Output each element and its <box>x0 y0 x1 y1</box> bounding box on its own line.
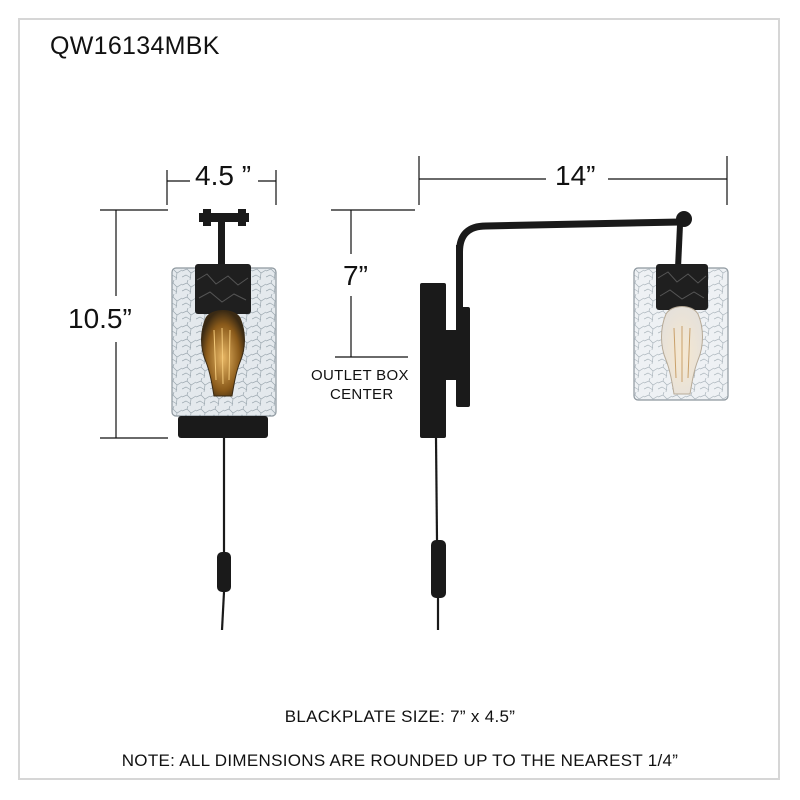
width-dimension-lines <box>166 170 277 205</box>
width-dimension-label: 4.5 ” <box>195 160 252 191</box>
model-number: QW16134MBK <box>50 32 220 60</box>
rounding-note-text: NOTE: ALL DIMENSIONS ARE ROUNDED UP TO T… <box>121 751 679 770</box>
outlet-dimension-lines <box>331 209 415 358</box>
side-view-fixture <box>420 211 729 630</box>
height-dimension-lines <box>100 209 168 439</box>
outlet-box-label-line2: CENTER <box>330 386 394 403</box>
front-view-fixture <box>171 209 277 631</box>
height-dimension-label: 10.5” <box>68 303 132 334</box>
extension-dimension-lines <box>418 156 728 205</box>
outlet-height-dimension-label: 7” <box>343 260 368 291</box>
backplate-size-text: BLACKPLATE SIZE: 7” x 4.5” <box>284 707 516 726</box>
outlet-box-label-line1: OUTLET BOX <box>311 367 409 384</box>
extension-dimension-label: 14” <box>555 160 596 191</box>
image-frame <box>18 18 780 780</box>
